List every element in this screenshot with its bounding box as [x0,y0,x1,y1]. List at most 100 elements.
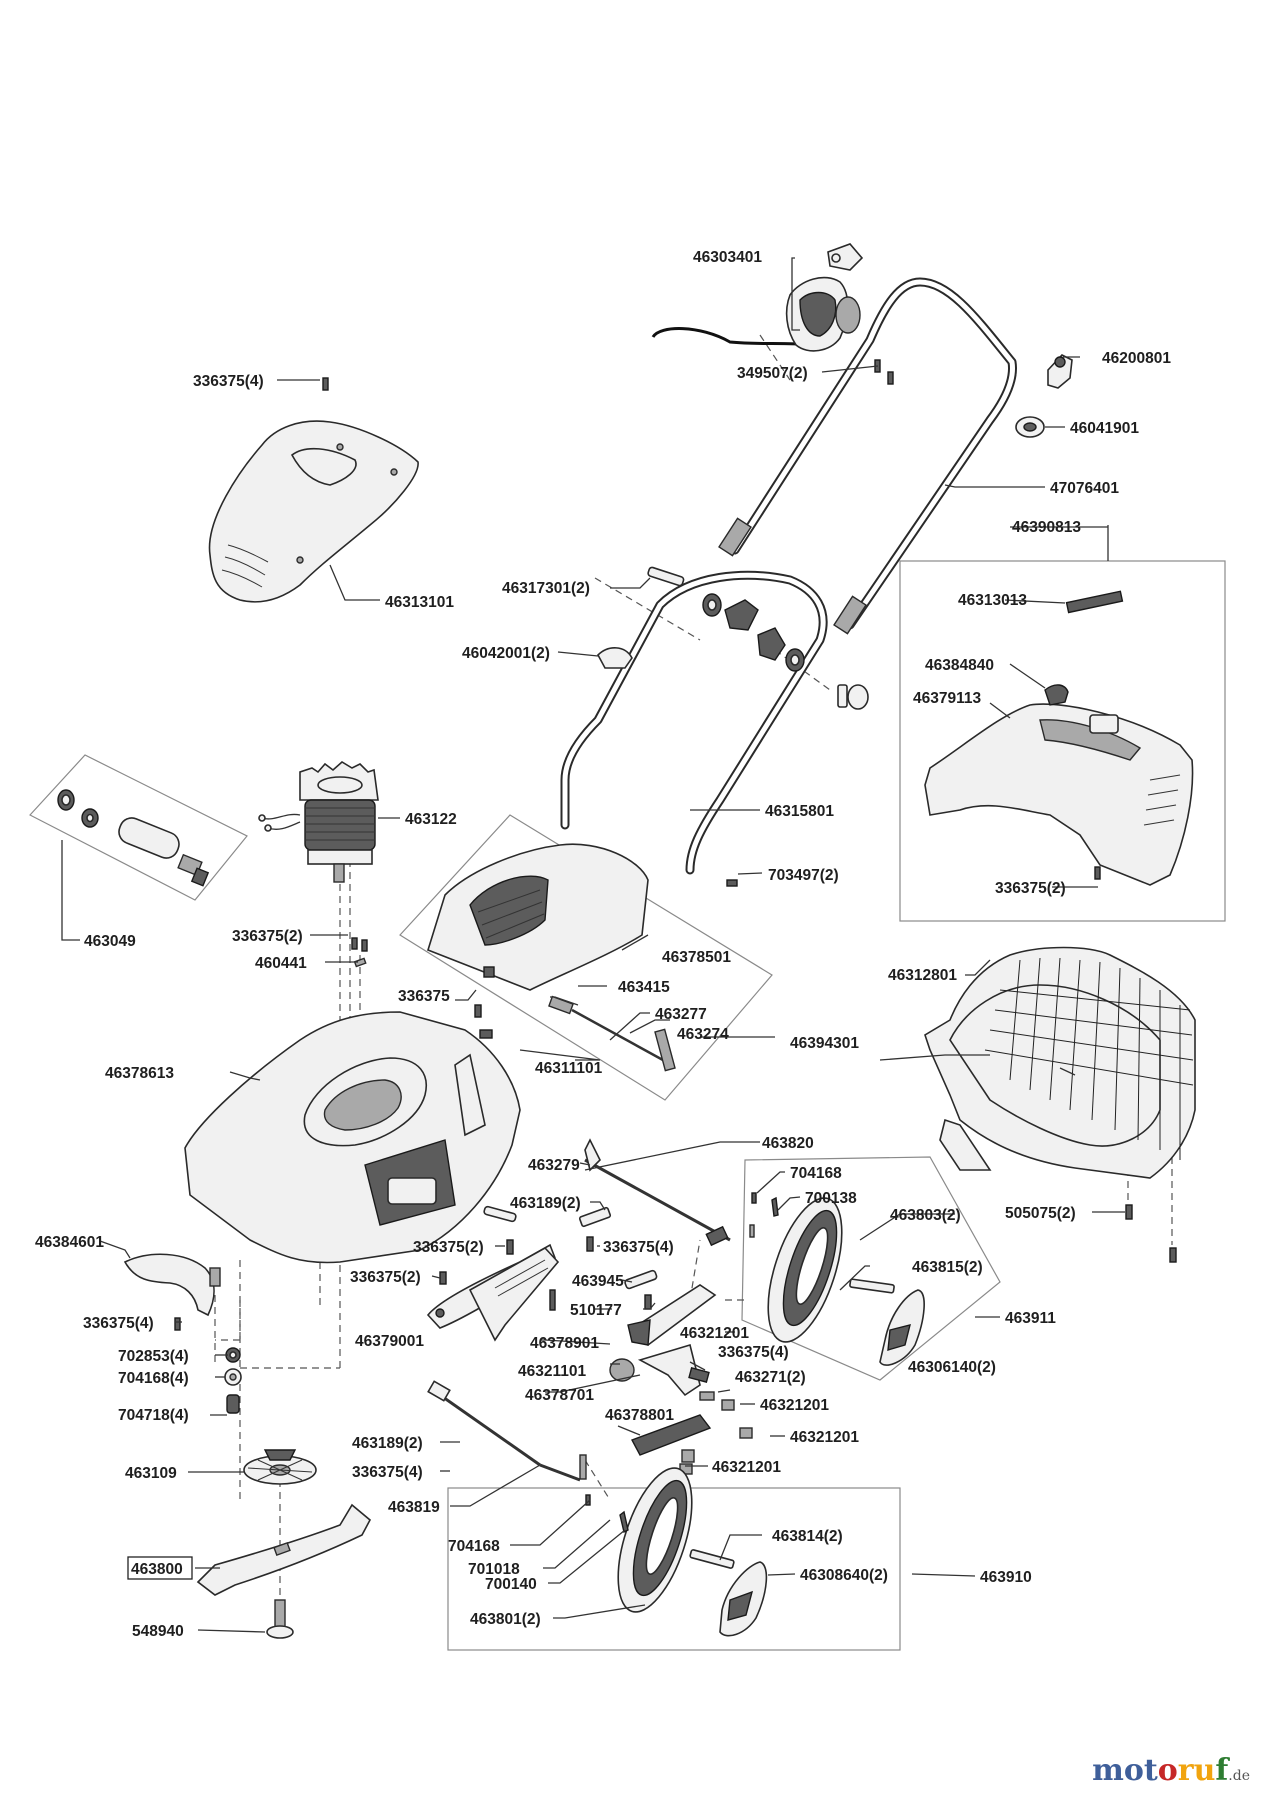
label-46321201-c: 46321201 [790,1429,859,1446]
label-510177: 510177 [570,1302,622,1319]
label-336375-2-b: 336375(2) [350,1269,421,1286]
label-46394301: 46394301 [790,1035,859,1052]
label-46317301: 46317301(2) [502,580,590,597]
label-548940: 548940 [132,1623,184,1640]
label-463274: 463274 [677,1026,729,1043]
label-46306140: 46306140(2) [908,1359,996,1376]
label-704168-a: 704168 [790,1165,842,1182]
label-463815: 463815(2) [912,1259,983,1276]
label-46308640: 46308640(2) [800,1567,888,1584]
blade-bolt [266,1599,294,1639]
label-46378801: 46378801 [605,1407,674,1424]
cable-clips [1015,354,1073,438]
blade [196,1503,372,1596]
label-46378613: 46378613 [105,1065,174,1082]
rear-wheel [751,1192,925,1366]
height-adjust-lever [426,1243,560,1342]
grass-box-cover [924,590,1194,886]
rear-linkage [609,1284,753,1475]
label-701018: 701018 [468,1561,520,1578]
label-704718: 704718(4) [118,1407,189,1424]
leader-lines [61,257,1125,1633]
label-frame-463800 [127,1556,193,1580]
label-46390813: 46390813 [1012,519,1081,536]
motor-screws [351,937,368,968]
battery-group-box [29,754,248,901]
label-460441: 460441 [255,955,307,972]
rear-axle [584,1138,755,1247]
label-46379001: 46379001 [355,1333,424,1350]
label-463189-a: 463189(2) [510,1195,581,1212]
front-wheel [617,1467,768,1637]
label-349507: 349507(2) [737,365,808,382]
label-46378701: 46378701 [525,1387,594,1404]
label-704168-4: 704168(4) [118,1370,189,1387]
label-505075: 505075(2) [1005,1205,1076,1222]
label-46313013: 46313013 [958,592,1027,609]
label-463819: 463819 [388,1499,440,1516]
label-463415: 463415 [618,979,670,996]
label-463820: 463820 [762,1135,814,1152]
label-463911: 463911 [1005,1310,1056,1327]
fan [243,1449,317,1485]
mower-deck [184,966,521,1264]
top-cover [208,377,419,603]
label-46042001: 46042001(2) [462,645,550,662]
front-axle [427,1380,591,1506]
grass-box-lid [427,843,676,1072]
switch-box [651,243,894,385]
label-46384840: 46384840 [925,657,994,674]
label-702853: 702853(4) [118,1348,189,1365]
label-46313101: 46313101 [385,594,454,611]
label-463277: 463277 [655,1006,707,1023]
rear-wheel-group-box [741,1156,1001,1381]
motor [258,761,379,883]
lower-handle [560,570,828,875]
label-336375-4-c: 336375(4) [718,1344,789,1361]
blade-fasteners [224,1347,242,1414]
label-336375-4-b: 336375(4) [83,1315,154,1332]
label-46321201-b: 46321201 [760,1397,829,1414]
grass-box-cover-group-box [899,560,1226,922]
label-46200801: 46200801 [1102,350,1171,367]
label-46311101: 46311101 [535,1060,603,1077]
label-463049: 463049 [84,933,136,950]
label-46041901: 46041901 [1070,420,1139,437]
label-336375-2-right: 336375(2) [995,880,1066,897]
label-463271: 463271(2) [735,1369,806,1386]
label-463801: 463801(2) [470,1611,541,1628]
label-46384601: 46384601 [35,1234,104,1251]
battery-assembly [57,789,210,887]
grass-box-lid-group-box [399,814,773,1101]
label-463122: 463122 [405,811,457,828]
part-labels: 46303401 46200801 349507(2) 336375(4) 46… [35,249,1171,1640]
label-463814: 463814(2) [772,1528,843,1545]
label-463803: 463803(2) [890,1207,961,1224]
handle-knobs [597,566,869,887]
label-46321101: 46321101 [518,1363,586,1380]
label-336375-2-motor: 336375(2) [232,928,303,945]
label-46321201-d: 46321201 [712,1459,781,1476]
upper-handle [718,277,1018,635]
label-336375: 336375 [398,988,450,1005]
label-47076401: 47076401 [1050,480,1119,497]
grass-box [924,946,1196,1263]
label-463109: 463109 [125,1465,177,1482]
label-336375-4-top: 336375(4) [193,373,264,390]
label-463189-b: 463189(2) [352,1435,423,1452]
label-46303401: 46303401 [693,249,762,266]
label-700140: 700140 [485,1576,537,1593]
label-46321201-a: 46321201 [680,1325,749,1342]
label-336375-4-d: 336375(4) [352,1464,423,1481]
brand-logo: motoruf.de [1092,1753,1250,1788]
label-336375-4-a: 336375(4) [603,1239,674,1256]
label-336375-2-a: 336375(2) [413,1239,484,1256]
label-463945: 463945 [572,1273,624,1290]
grass-box-mesh [984,957,1194,1160]
label-700138: 700138 [805,1190,857,1207]
label-703497: 703497(2) [768,867,839,884]
label-46378501: 46378501 [662,949,731,966]
label-463800: 463800 [131,1561,183,1578]
